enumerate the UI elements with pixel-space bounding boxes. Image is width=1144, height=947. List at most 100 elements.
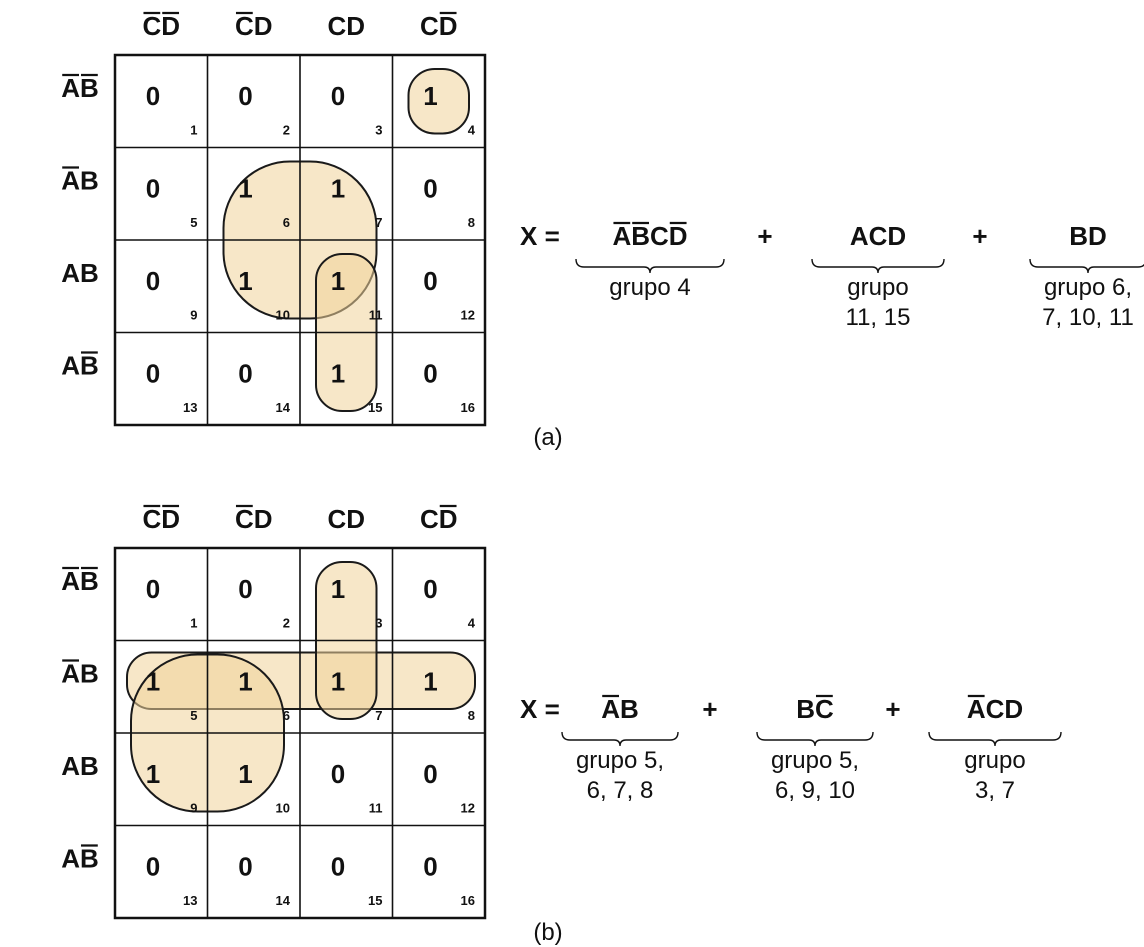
cell-value: 0 — [146, 174, 160, 204]
equation-term-text: ABCD — [612, 221, 687, 251]
kmap-cell: 04 — [423, 574, 476, 631]
col-header: CD — [235, 11, 273, 41]
cell-number: 2 — [283, 616, 290, 631]
row-header: AB — [61, 659, 99, 689]
kmap-cell: 01 — [146, 574, 198, 631]
cell-number: 7 — [375, 215, 382, 230]
kmap-cell: 0 16 — [423, 359, 475, 416]
cell-value: 1 — [331, 574, 345, 604]
cell-value: 1 — [146, 667, 160, 697]
cell-value: 0 — [331, 759, 345, 789]
col-header-text: CD — [327, 504, 365, 534]
group-label: 7, 10, 11 — [1042, 304, 1134, 331]
cell-number: 9 — [190, 308, 197, 323]
cell-number: 13 — [183, 893, 197, 908]
cell-number: 4 — [468, 123, 476, 138]
cell-value: 1 — [238, 759, 252, 789]
kmap-cell: 015 — [331, 852, 383, 909]
col-header: CD — [327, 11, 365, 41]
group-loop — [407, 68, 470, 135]
cell-value: 0 — [146, 81, 160, 111]
cell-number: 14 — [276, 893, 291, 908]
cell-number: 11 — [369, 801, 383, 816]
cell-value: 0 — [238, 852, 252, 882]
equation-term: ACD — [967, 694, 1023, 724]
equation-term: BC — [796, 694, 834, 724]
row-header-text: AB — [61, 844, 99, 874]
cell-value: 0 — [146, 266, 160, 296]
group-label: grupo 5, — [576, 747, 664, 774]
kmap-cell: 01 — [146, 81, 198, 138]
equation-lhs: X = — [520, 221, 560, 251]
equation-plus: + — [885, 694, 900, 724]
equation-term-text: ACD — [967, 694, 1023, 724]
equation-term-text: AB — [601, 694, 639, 724]
kmap-cell: 02 — [238, 574, 290, 631]
kmap-cell: 15 — [146, 667, 198, 724]
col-header-text: CD — [420, 11, 458, 41]
kmap-grid — [113, 53, 487, 427]
cell-number: 16 — [461, 400, 475, 415]
cell-number: 3 — [375, 616, 382, 631]
equation-term-text: ACD — [850, 221, 906, 251]
cell-number: 15 — [368, 400, 382, 415]
equation-term: AB — [601, 694, 639, 724]
cell-number: 10 — [276, 801, 290, 816]
cell-value: 0 — [423, 574, 437, 604]
cell-value: 0 — [423, 852, 437, 882]
kmap-cell: 0 12 — [423, 759, 475, 816]
cell-value: 1 — [331, 667, 345, 697]
cell-value: 0 — [423, 759, 437, 789]
col-header: CD — [235, 504, 273, 534]
cell-value: 1 — [146, 759, 160, 789]
kmap-cell: 013 — [146, 852, 198, 909]
cell-value: 0 — [331, 852, 345, 882]
col-header: CD — [420, 504, 458, 534]
row-header-text: AB — [61, 351, 99, 381]
cell-number: 1 — [190, 123, 197, 138]
kmap-cell: 1 10 — [238, 759, 290, 816]
group-label: 11, 15 — [846, 304, 911, 331]
kmap-cell: 013 — [146, 359, 198, 416]
kmap-cell: 18 — [423, 667, 475, 724]
col-header-text: CD — [327, 11, 365, 41]
cell-value: 1 — [238, 266, 252, 296]
kmap-cell: 012 — [423, 266, 475, 323]
kmap-cell: 13 — [331, 574, 383, 631]
group-label: grupo — [964, 747, 1025, 774]
kmap-cell: 0 11 — [331, 759, 383, 816]
cell-value: 0 — [423, 174, 437, 204]
underbrace — [811, 258, 945, 274]
group-label: 6, 7, 8 — [587, 777, 654, 804]
cell-value: 0 — [331, 81, 345, 111]
cell-number: 12 — [461, 801, 475, 816]
cell-number: 3 — [375, 123, 382, 138]
cell-value: 1 — [423, 81, 437, 111]
col-header: CD — [420, 11, 458, 41]
kmap-cell: 111 — [331, 266, 383, 323]
equation-term: ACD — [850, 221, 906, 251]
cell-number: 11 — [369, 308, 383, 323]
cell-value: 0 — [423, 359, 437, 389]
group-label: 6, 9, 10 — [775, 777, 855, 804]
kmap-cell: 0 14 — [238, 852, 290, 909]
figure-caption: (a) — [533, 424, 562, 451]
underbrace — [1029, 258, 1144, 274]
kmap-cell: 05 — [146, 174, 198, 231]
cell-number: 6 — [283, 708, 290, 723]
cell-number: 12 — [461, 308, 475, 323]
row-header: AB — [61, 566, 99, 596]
row-header-text: AB — [61, 258, 99, 288]
row-header: AB — [61, 258, 99, 288]
kmap-cell: 19 — [146, 759, 198, 816]
equation-term: BD — [1069, 221, 1107, 251]
group-label: grupo — [847, 274, 908, 301]
col-header: CD — [142, 504, 180, 534]
cell-number: 6 — [283, 215, 290, 230]
row-header-text: AB — [61, 166, 99, 196]
cell-value: 0 — [238, 574, 252, 604]
cell-number: 5 — [190, 215, 197, 230]
